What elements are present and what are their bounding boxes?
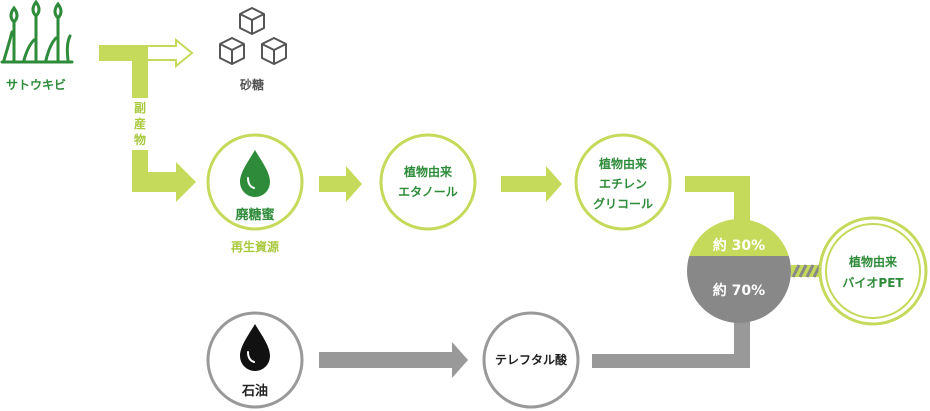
ratio-top-label: 約 30% [712,238,766,254]
black-drop-icon [240,324,270,371]
ratio-bottom-label: 約 70% [712,283,766,299]
eg-to-ratio-line [685,176,750,232]
biopet-label-1: 植物由来 [848,255,897,269]
ethanol-label-1: 植物由来 [403,165,452,179]
byproduct-label: 副産物 [133,101,146,147]
ethanol-node [379,133,477,231]
biopet-node [818,216,928,326]
oil-label: 石油 [241,384,268,399]
eg-label-3: グリコール [592,197,653,211]
sugarcane-label: サトウキビ [5,78,66,92]
ethanol-label-2: エタノール [398,185,458,199]
tpa-node [482,311,580,409]
eg-label-2: エチレン [598,177,647,191]
sugar-label: 砂糖 [239,78,264,92]
arrow-ethanol-to-eg [501,166,562,202]
molasses-sub-label: 再生資源 [230,240,279,254]
tpa-label: テレフタル酸 [494,353,567,367]
sugarcane-icon [0,0,74,64]
molasses-label: 廃糖蜜 [235,208,275,223]
arrow-molasses-to-ethanol [319,166,362,202]
sugar-cubes-icon [219,7,287,65]
eg-label-1: 植物由来 [598,157,647,171]
striped-connector [791,264,822,278]
eg-node [574,133,672,231]
biopet-label-2: バイオPET [842,276,904,290]
green-drop-icon [240,150,270,197]
arrow-oil-to-tpa [319,342,468,378]
